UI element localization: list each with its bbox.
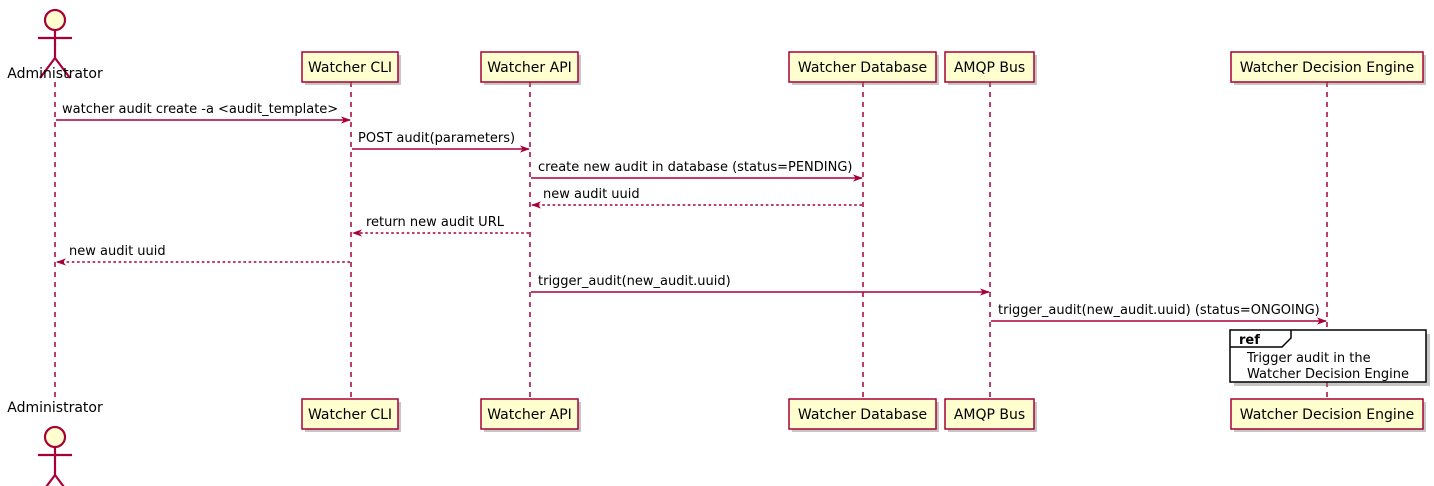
participant-box[interactable] [788,51,937,83]
participant-box[interactable] [301,51,399,83]
ref-keyword-label: ref [1239,333,1260,348]
message-7[interactable]: trigger_audit(new_audit.uuid) [531,274,990,296]
message-6[interactable]: new audit uuid [56,244,350,266]
participant-api[interactable]: Watcher API [480,398,581,432]
participant-label: AMQP Bus [954,407,1025,423]
messages-layer: watcher audit create -a <audit_template>… [56,102,1327,325]
participant-label: Watcher CLI [308,60,392,76]
actor-leg-right [54,474,65,486]
actor-leg-left [45,474,56,486]
actor-head [43,425,67,449]
actor-label: Administrator [7,66,103,82]
participant-amqp[interactable]: AMQP Bus [944,398,1037,432]
participant-box[interactable] [480,51,579,83]
participant-label: AMQP Bus [954,60,1025,76]
participant-box[interactable] [480,398,579,430]
actor-admin[interactable]: Administrator [7,8,103,82]
message-label: watcher audit create -a <audit_template> [62,102,338,117]
participant-box[interactable] [944,398,1035,430]
participant-cli[interactable]: Watcher CLI [301,51,401,85]
message-2[interactable]: POST audit(parameters) [352,131,530,153]
ref-body-line: Watcher Decision Engine [1247,367,1409,382]
lifelines-layer [54,82,1328,399]
participant-wde[interactable]: Watcher Decision Engine [1230,51,1426,85]
participant-label: Watcher API [487,60,572,76]
message-1[interactable]: watcher audit create -a <audit_template> [56,102,351,124]
participant-box[interactable] [788,398,937,430]
participant-box[interactable] [1230,51,1424,83]
message-label: new audit uuid [543,187,640,202]
message-label: trigger_audit(new_audit.uuid) (status=ON… [998,303,1320,318]
participant-db[interactable]: Watcher Database [788,398,939,432]
message-8[interactable]: trigger_audit(new_audit.uuid) (status=ON… [991,303,1327,325]
message-3[interactable]: create new audit in database (status=PEN… [531,160,863,182]
message-label: return new audit URL [366,215,505,230]
participant-cli[interactable]: Watcher CLI [301,398,401,432]
participant-label: Watcher Decision Engine [1240,60,1414,76]
message-5[interactable]: return new audit URL [352,215,529,237]
participants-layer: Watcher CLI Watcher CLI Watcher API Watcher… [7,8,1426,486]
actor-label: Administrator [7,400,103,416]
ref-keyword-tab [1230,330,1292,348]
message-4[interactable]: new audit uuid [531,187,862,209]
actor-leg-left [39,57,56,79]
participant-amqp[interactable]: AMQP Bus [944,51,1037,85]
participant-label: Watcher Database [798,407,927,423]
participant-box[interactable] [944,51,1035,83]
participant-db[interactable]: Watcher Database [788,51,939,85]
ref-body-line: Trigger audit in the [1246,351,1371,366]
participant-label: Watcher CLI [308,407,392,423]
ref-box[interactable] [1229,329,1427,383]
participant-label: Watcher Decision Engine [1240,407,1414,423]
message-label: new audit uuid [69,244,166,259]
participant-box[interactable] [1230,398,1424,430]
participant-wde[interactable]: Watcher Decision Engine [1230,398,1426,432]
message-label: create new audit in database (status=PEN… [538,160,853,175]
participant-box[interactable] [301,398,399,430]
actor-leg-right [54,57,71,79]
message-label: trigger_audit(new_audit.uuid) [538,274,731,289]
participant-api[interactable]: Watcher API [480,51,581,85]
actor-head [43,8,67,32]
actor-admin[interactable]: Administrator [7,400,103,486]
participant-label: Watcher Database [798,60,927,76]
message-label: POST audit(parameters) [358,131,515,146]
participant-label: Watcher API [487,407,572,423]
